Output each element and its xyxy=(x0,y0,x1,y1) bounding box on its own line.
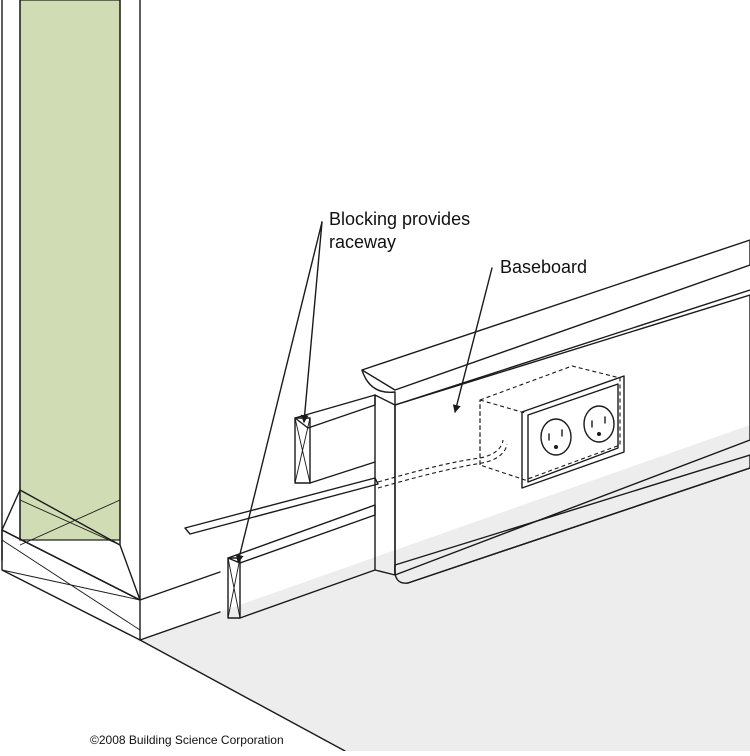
lower-blocking-bottom xyxy=(239,569,376,619)
electrical-box-hidden-edges xyxy=(479,365,621,481)
baseboard-label: Baseboard xyxy=(500,257,588,277)
wall-base-line xyxy=(139,571,221,601)
hidden-wire-1 xyxy=(377,439,504,483)
lower-block-x2 xyxy=(227,557,241,619)
outlet-left xyxy=(540,418,572,456)
wall-base-line-2 xyxy=(139,611,221,641)
plate-x-line-2 xyxy=(19,499,121,546)
baseboard-end-face xyxy=(374,394,396,576)
outlet-left-ground xyxy=(554,445,558,449)
upper-block-x2 xyxy=(294,417,311,484)
wall-cavity-insulation xyxy=(19,0,121,541)
upper-blocking-bottom xyxy=(309,461,376,484)
copyright-credit: ©2008 Building Science Corporation xyxy=(90,733,284,747)
baseboard-cap-underside xyxy=(394,289,750,406)
leader-blocking-lower xyxy=(235,221,323,563)
blocking-label-line2: raceway xyxy=(329,232,397,252)
floor-surface xyxy=(140,425,750,751)
baseboard-cap-profile xyxy=(361,369,396,406)
blocking-label-line1: Blocking provides xyxy=(329,209,471,229)
leader-baseboard xyxy=(452,267,493,413)
outlet-right-ground xyxy=(597,432,601,436)
hidden-wire-2 xyxy=(377,443,508,489)
floor-edge xyxy=(139,639,346,752)
lower-blocking-end xyxy=(227,557,241,619)
receptacle-cover-plate xyxy=(521,375,625,489)
baseboard-bottom-edge xyxy=(407,467,750,584)
plate-x-line-4 xyxy=(1,569,141,601)
upper-blocking-top xyxy=(294,394,376,429)
leader-blocking-upper xyxy=(300,221,323,423)
receptacle-cover-inner xyxy=(527,383,619,483)
baseboard-top-cap xyxy=(361,239,750,391)
box-hidden-edge-1 xyxy=(479,399,526,414)
raceway-plank xyxy=(184,477,379,535)
outlet-right xyxy=(583,405,615,443)
